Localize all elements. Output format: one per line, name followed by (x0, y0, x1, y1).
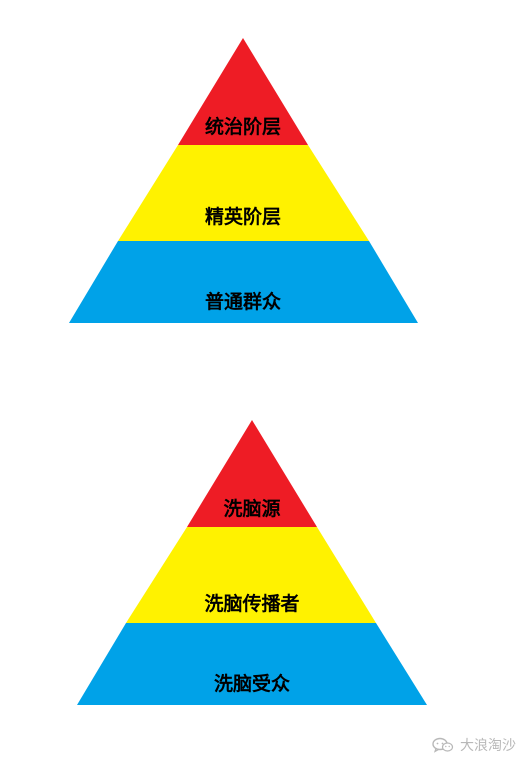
pyramid-bottom-tier (77, 623, 427, 705)
watermark-text: 大浪淘沙 (460, 738, 516, 754)
tier-label-bottom: 普通群众 (205, 290, 281, 313)
pyramid-bottom-tier (69, 241, 418, 323)
pyramid-brainwashing: 洗脑源 洗脑传播者 洗脑受众 (77, 420, 427, 705)
tier-label-top: 洗脑源 (223, 497, 280, 520)
tier-label-middle: 精英阶层 (205, 205, 281, 228)
pyramid-middle-tier (118, 145, 369, 241)
wechat-icon (432, 737, 454, 753)
tier-label-bottom: 洗脑受众 (214, 672, 290, 695)
pyramid-hierarchy: 统治阶层 精英阶层 普通群众 (69, 38, 418, 323)
pyramid-middle-tier (126, 527, 376, 623)
tier-label-middle: 洗脑传播者 (204, 592, 299, 615)
pyramid-top-tier (178, 38, 308, 145)
watermark: 大浪淘沙 (432, 735, 516, 755)
tier-label-top: 统治阶层 (205, 115, 281, 138)
pyramid-top-tier (187, 420, 317, 527)
